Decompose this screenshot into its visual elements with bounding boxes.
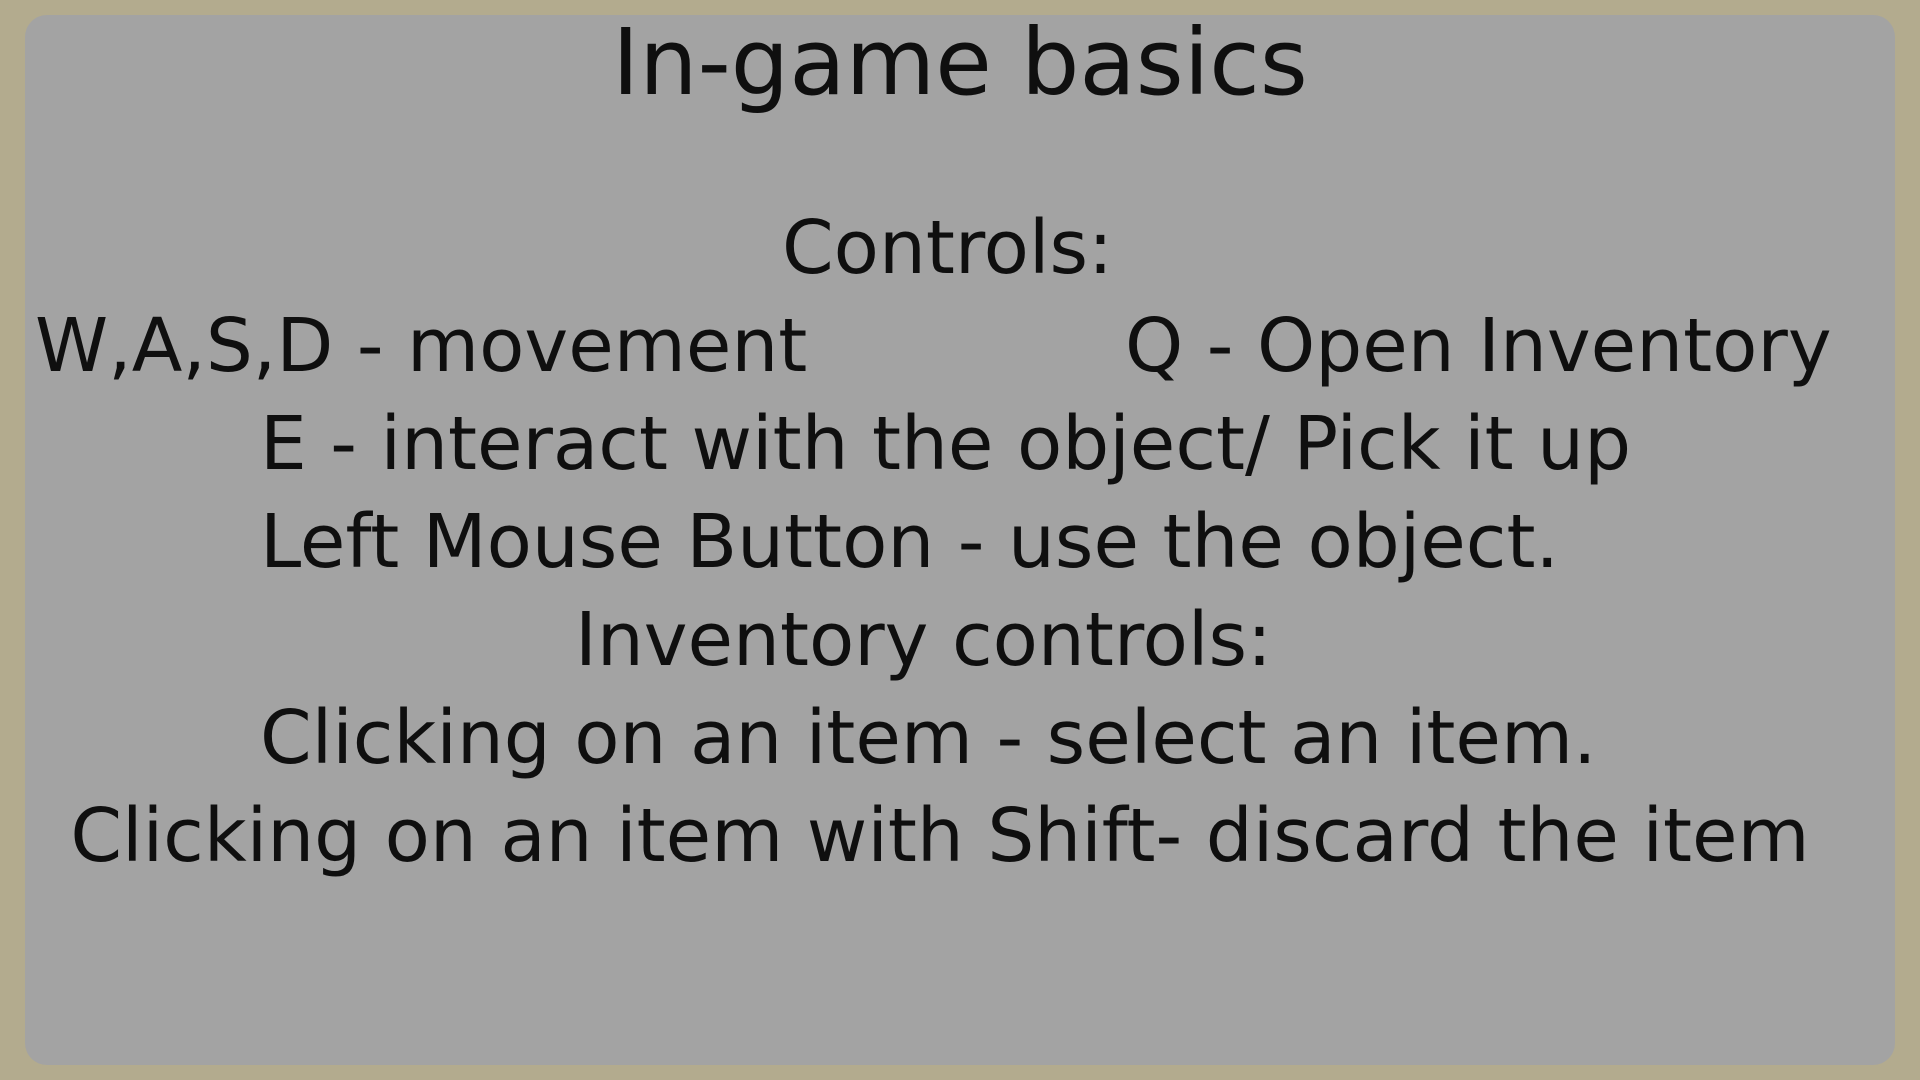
page-title: In-game basics xyxy=(612,9,1308,116)
instructions-panel xyxy=(25,15,1895,1065)
interact-instruction: E - interact with the object/ Pick it up xyxy=(260,401,1632,487)
select-item-instruction: Clicking on an item - select an item. xyxy=(260,695,1597,781)
controls-heading: Controls: xyxy=(782,205,1113,291)
discard-item-instruction: Clicking on an item with Shift- discard … xyxy=(70,793,1810,879)
use-object-instruction: Left Mouse Button - use the object. xyxy=(260,499,1560,585)
inventory-controls-heading: Inventory controls: xyxy=(575,597,1272,683)
open-inventory-instruction: Q - Open Inventory xyxy=(1125,303,1832,389)
movement-instruction: W,A,S,D - movement xyxy=(35,303,808,389)
